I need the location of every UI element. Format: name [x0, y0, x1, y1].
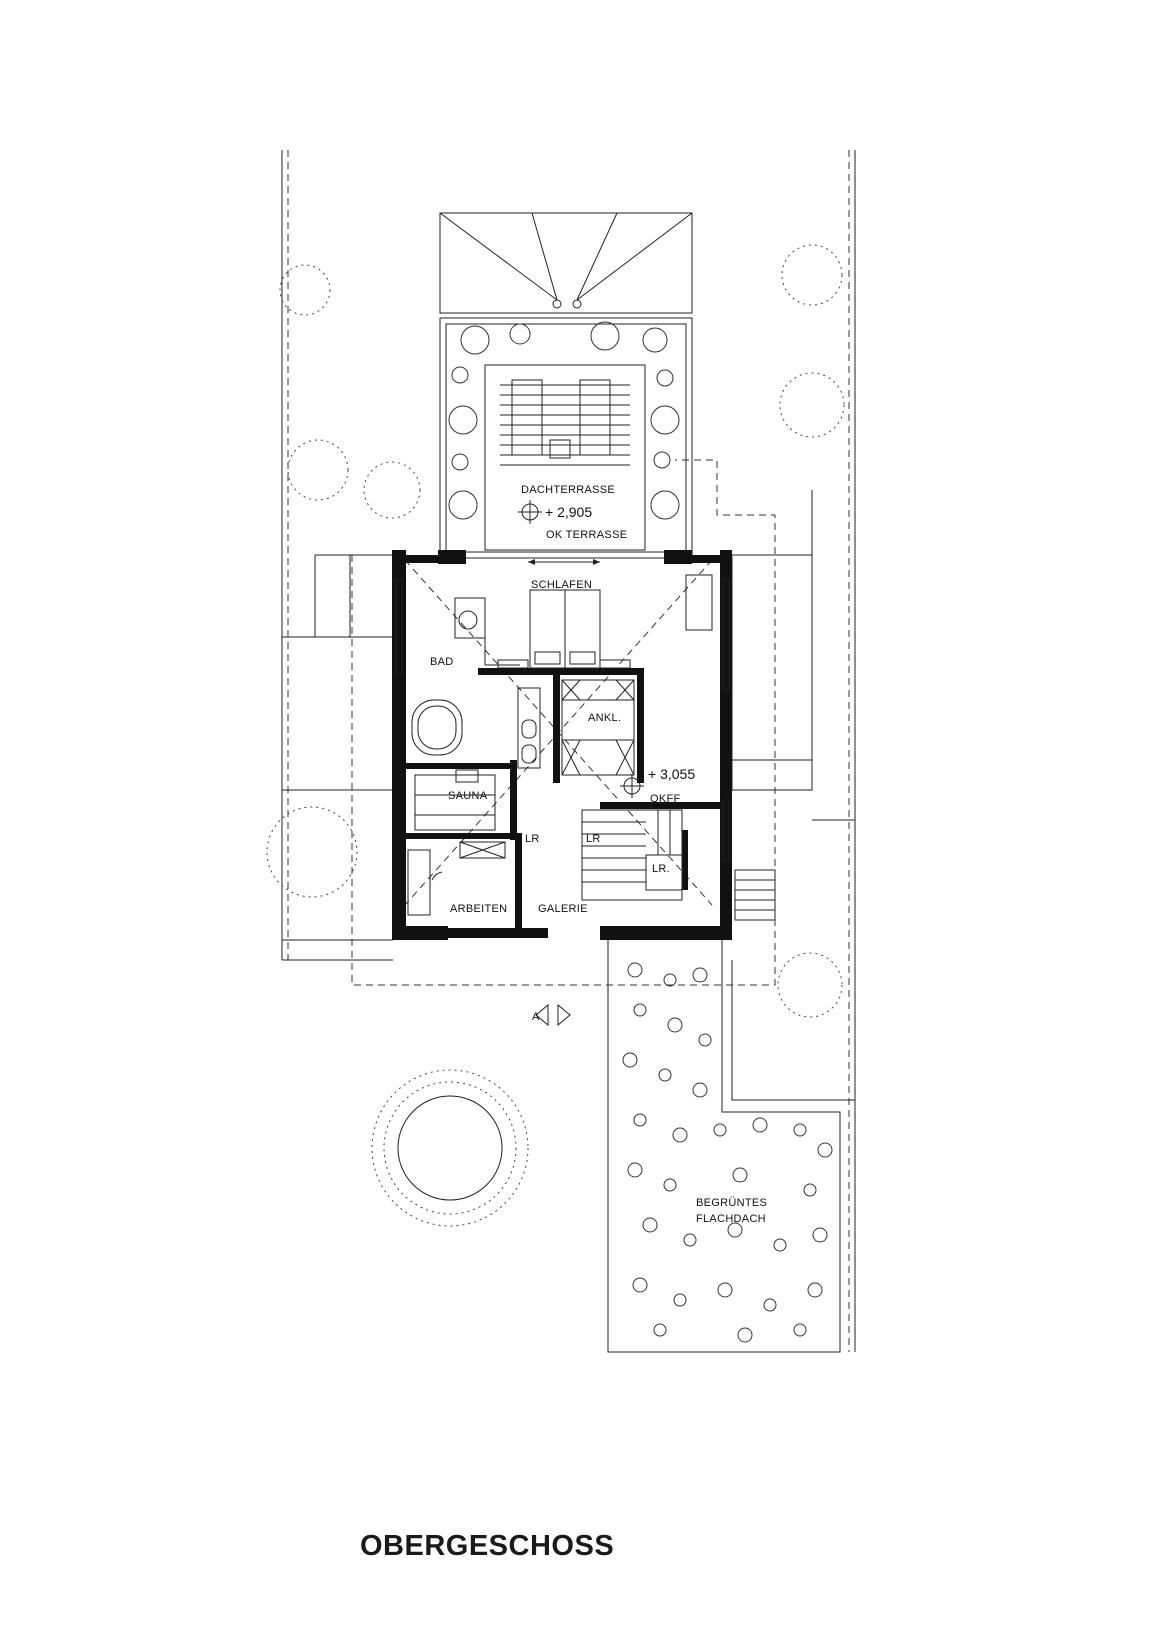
- room-label-arbeiten: ARBEITEN: [450, 903, 507, 915]
- room-label-ankl: ANKL.: [588, 712, 621, 724]
- terrace-plants: [448, 321, 680, 520]
- window-east: [722, 579, 730, 691]
- shelf: [459, 841, 506, 859]
- room-label-bad: BAD: [430, 656, 454, 668]
- desk: [407, 849, 431, 916]
- area-label-flachdach: FLACHDACH: [696, 1213, 766, 1225]
- armchair: [685, 574, 713, 631]
- trees: [266, 244, 845, 1227]
- sun-lounger: [511, 379, 543, 456]
- room-label-lr: LR: [586, 833, 601, 845]
- room-label-sauna: SAUNA: [448, 790, 488, 802]
- terrace-level-label: OK TERRASSE: [546, 529, 627, 541]
- floor-level-marker: [620, 774, 644, 798]
- shower-wc: [517, 687, 541, 769]
- window-west: [395, 579, 403, 676]
- floor-level-value: + 3,055: [648, 766, 695, 782]
- green-roof: [607, 940, 841, 1353]
- sauna-bench: [414, 774, 496, 831]
- page-title: OBERGESCHOSS: [360, 1530, 615, 1562]
- room-label-lr: LR: [525, 833, 540, 845]
- interior-walls: [405, 668, 720, 928]
- roof-terrace: [438, 317, 693, 564]
- east-annex: [731, 490, 855, 1101]
- room-label-galerie: GALERIE: [538, 903, 588, 915]
- ground-cover: [622, 962, 833, 1343]
- side-table: [549, 439, 571, 459]
- area-label-flachdach: BEGRÜNTES: [696, 1197, 767, 1209]
- bathtub: [411, 699, 463, 756]
- awning: [439, 212, 693, 314]
- fixtures: [407, 574, 713, 916]
- exterior-walls: [392, 550, 732, 940]
- section-marker-label: A: [532, 1011, 540, 1023]
- section-marker: A: [532, 1003, 571, 1027]
- floor-level-label: OKFF: [650, 793, 681, 805]
- property-lines: [281, 150, 856, 1352]
- wardrobe: [561, 679, 635, 776]
- room-label-lr: LR.: [652, 863, 670, 875]
- window-east: [722, 799, 730, 861]
- sliding-door-arrows: [528, 559, 600, 565]
- staircase: [581, 809, 776, 921]
- room-label-dachterrasse: DACHTERRASSE: [521, 484, 615, 496]
- sun-lounger: [579, 379, 611, 456]
- terrace-level-value: + 2,905: [545, 504, 592, 520]
- room-label-schlafen: SCHLAFEN: [531, 579, 592, 591]
